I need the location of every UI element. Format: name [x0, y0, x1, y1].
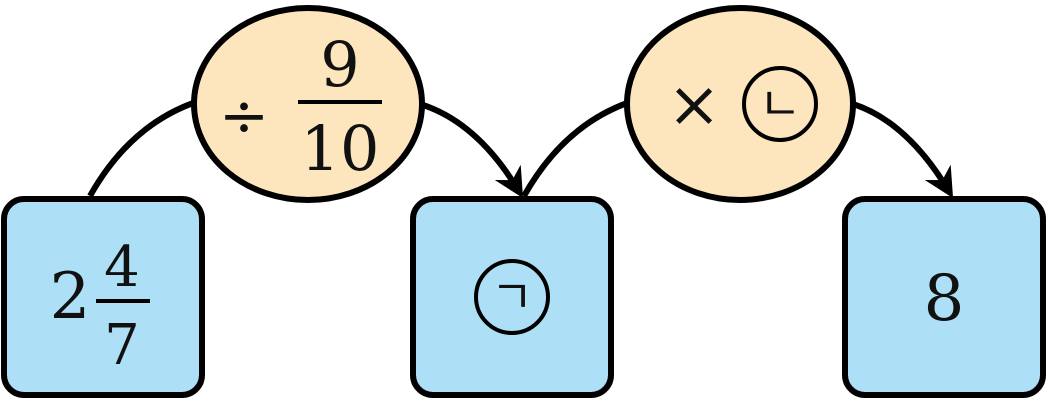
operator-multiply-oval: × ㄴ — [624, 5, 856, 203]
box-2-shape — [410, 196, 614, 398]
box-3-shape — [842, 196, 1046, 398]
arrow-1-right-arc — [419, 101, 524, 199]
arrow-2-left-arc — [521, 99, 631, 198]
start-value-box: 2 4 7 — [1, 196, 205, 398]
operator-2-marker-circle — [742, 66, 818, 142]
start-numerator: 4 — [104, 235, 140, 300]
start-denominator: 7 — [104, 313, 140, 378]
arrow-2-right-arc — [852, 101, 954, 199]
divide-symbol: ÷ — [219, 81, 269, 151]
arrow-1-left-arc — [87, 99, 197, 198]
multiply-symbol: × — [667, 68, 721, 142]
middle-marker-circle — [474, 259, 550, 335]
operator-divide-oval: ÷ 9 10 — [191, 5, 425, 203]
middle-value-box: ㄱ — [410, 196, 614, 398]
operator-1-denominator: 10 — [301, 112, 380, 185]
result-value: 8 — [924, 262, 965, 336]
result-value-box: 8 — [842, 196, 1046, 398]
start-whole-number: 2 — [50, 260, 91, 334]
operator-1-numerator: 9 — [320, 28, 359, 101]
operator-2-marker: ㄴ — [759, 77, 801, 131]
operator-2-shape — [624, 5, 856, 203]
box-1-shape — [1, 196, 205, 398]
middle-marker: ㄱ — [491, 270, 533, 324]
